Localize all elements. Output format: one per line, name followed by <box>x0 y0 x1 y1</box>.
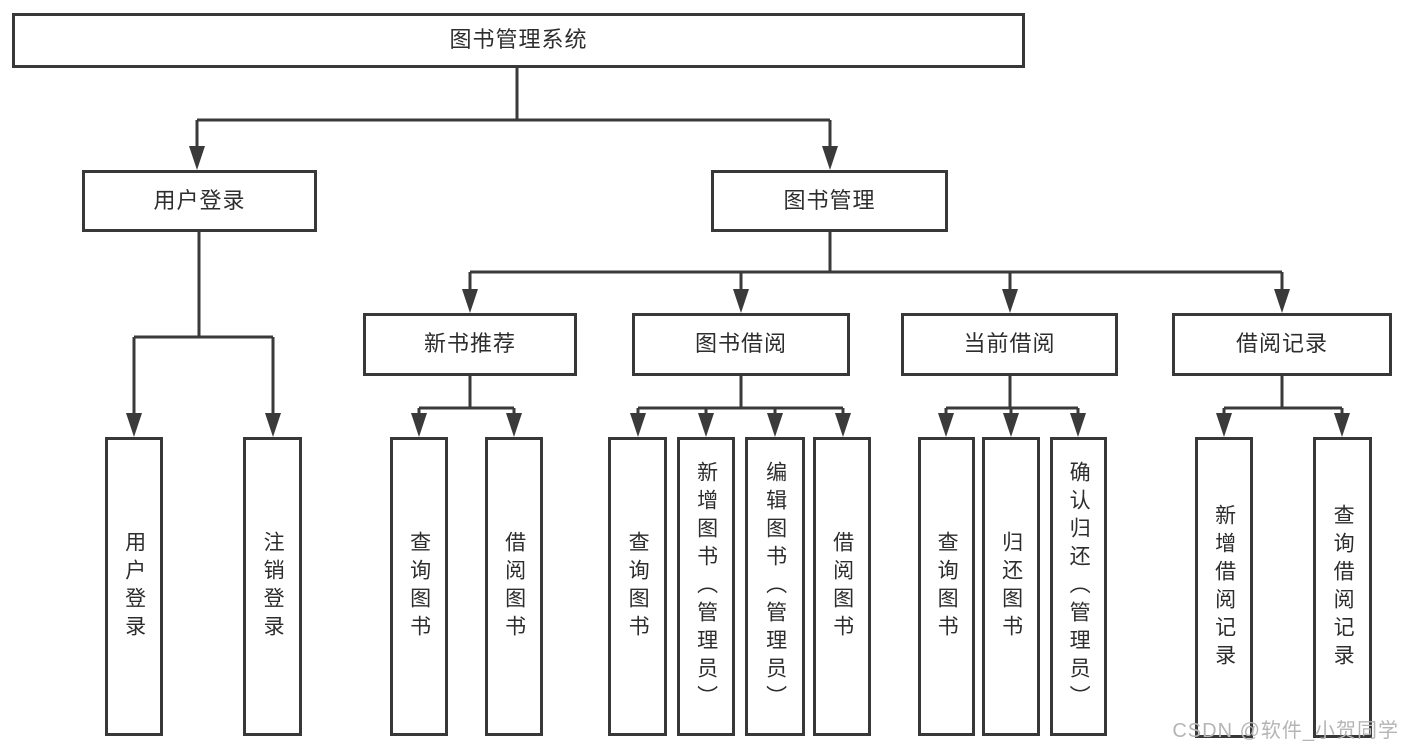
csdn-watermark: CSDN @软件_小贺同学 <box>1172 720 1399 742</box>
node-book-borrow: 图书借阅 <box>632 313 850 376</box>
node-current-borrow: 当前借阅 <box>901 313 1118 376</box>
leaf-query-books-current: 查询图书 <box>918 437 975 736</box>
leaf-return-books: 归还图书 <box>982 437 1040 736</box>
node-new-book-recommend: 新书推荐 <box>363 313 577 376</box>
leaf-borrow-books: 借阅图书 <box>813 437 871 736</box>
leaf-edit-books-admin: 编辑图书（管理员） <box>745 437 805 736</box>
arrowhead-icons <box>126 146 1350 437</box>
leaf-logout: 注销登录 <box>243 437 302 736</box>
leaf-user-login: 用户登录 <box>105 437 163 736</box>
node-book-management-branch: 图书管理 <box>711 170 948 232</box>
leaf-add-books-admin: 新增图书（管理员） <box>677 437 735 736</box>
node-borrow-records: 借阅记录 <box>1172 313 1392 376</box>
leaf-query-books-borrow: 查询图书 <box>608 437 667 736</box>
leaf-borrow-books-recommend: 借阅图书 <box>485 437 543 736</box>
leaf-query-borrow-record: 查询借阅记录 <box>1313 437 1372 738</box>
node-user-login-branch: 用户登录 <box>82 170 317 232</box>
leaf-confirm-return-admin: 确认归还（管理员） <box>1050 437 1107 736</box>
leaf-add-borrow-record: 新增借阅记录 <box>1195 437 1253 738</box>
node-root-library-management-system: 图书管理系统 <box>12 13 1025 68</box>
leaf-query-books-recommend: 查询图书 <box>390 437 448 736</box>
